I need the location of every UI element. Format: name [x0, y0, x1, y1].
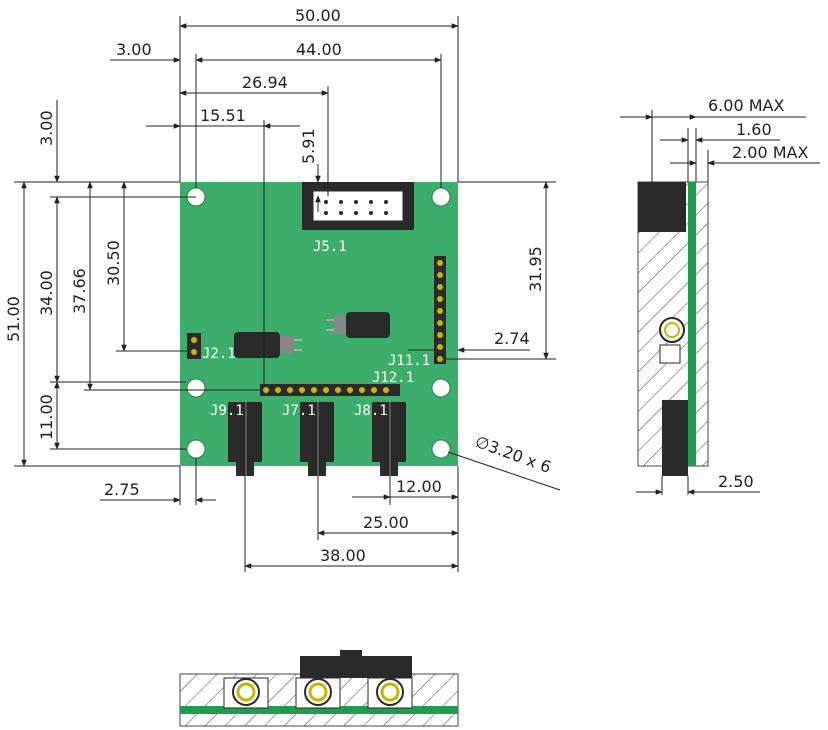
jack-j7 [300, 402, 334, 476]
dim-34: 34.00 [37, 270, 56, 316]
mounting-hole [431, 378, 451, 398]
front-pcb-layer [180, 706, 458, 714]
dim-1-60: 1.60 [736, 120, 772, 139]
j2-pins [187, 333, 201, 359]
capacitor-right [326, 312, 390, 338]
front-view [179, 650, 459, 727]
dim-2-74: 2.74 [494, 329, 530, 348]
dim-26-94: 26.94 [242, 73, 288, 92]
j12-pin-header [260, 384, 400, 396]
dim-2-max: 2.00 MAX [732, 143, 808, 162]
top-view: J5.1 J2.1 J11.1 J12.1 J9.1 J7.1 J8.1 [180, 182, 458, 476]
side-view: 6.00 MAX 1.60 2.00 MAX 2.50 [620, 96, 820, 495]
dim-25: 25.00 [363, 513, 409, 532]
dim-44: 44.00 [296, 40, 342, 59]
mounting-hole [431, 187, 451, 207]
mounting-hole [186, 439, 206, 459]
dimension-lines [14, 16, 561, 572]
label-j12: J12.1 [372, 370, 414, 386]
dim-50: 50.00 [295, 6, 341, 25]
label-j8: J8.1 [354, 403, 388, 419]
dim-38: 38.00 [320, 546, 366, 565]
label-j9: J9.1 [210, 403, 244, 419]
dim-31-95: 31.95 [526, 246, 545, 292]
side-pcb-layer [688, 182, 696, 466]
dim-5-91: 5.91 [299, 128, 318, 164]
label-j7: J7.1 [282, 403, 316, 419]
j11-pin-header [434, 256, 446, 364]
mounting-hole [431, 439, 451, 459]
dim-2-75: 2.75 [104, 480, 140, 499]
dim-12: 12.00 [396, 477, 442, 496]
dim-3-top: 3.00 [37, 110, 56, 146]
capacitor-left [234, 332, 302, 358]
dim-30-50: 30.50 [104, 240, 123, 286]
dim-11: 11.00 [37, 394, 56, 440]
label-j2: J2.1 [202, 346, 236, 362]
dim-37-66: 37.66 [70, 268, 89, 314]
label-j5: J5.1 [313, 239, 347, 255]
dim-3-left: 3.00 [116, 40, 152, 59]
dim-15-51: 15.51 [200, 106, 246, 125]
dim-6-max: 6.00 MAX [708, 96, 784, 115]
label-j11: J11.1 [388, 353, 430, 369]
dim-51: 51.00 [4, 296, 23, 342]
j5-header [302, 182, 414, 230]
jack-j9 [228, 402, 262, 476]
hole-callout: ∅3.20 x 6 [473, 432, 554, 477]
dim-2-50: 2.50 [718, 472, 754, 491]
mounting-hole [186, 378, 206, 398]
jack-j8 [372, 402, 406, 476]
